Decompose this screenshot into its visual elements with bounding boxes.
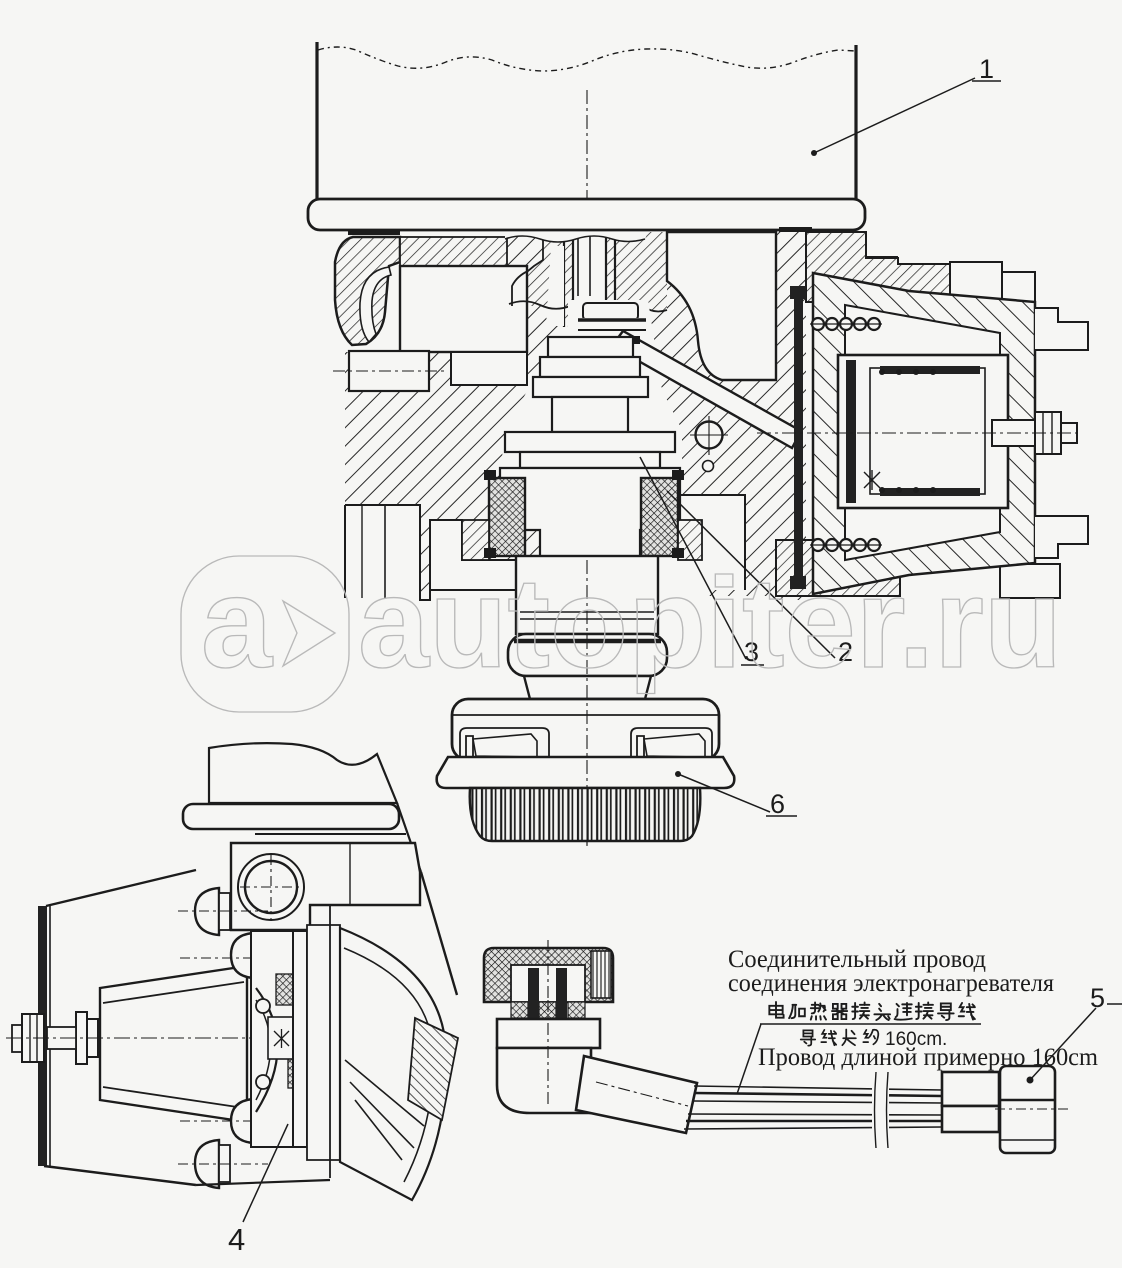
- svg-text:2: 2: [838, 637, 853, 667]
- svg-text:5: 5: [1090, 983, 1105, 1013]
- svg-text:Провод длиной примерно 160cm: Провод длиной примерно 160cm: [758, 1044, 1099, 1071]
- svg-text:3: 3: [744, 637, 759, 667]
- svg-text:Соединительный провод: Соединительный провод: [728, 946, 986, 973]
- svg-text:4: 4: [228, 1222, 245, 1257]
- svg-text:160cm.: 160cm.: [885, 1029, 947, 1050]
- svg-text:1: 1: [979, 54, 994, 84]
- svg-text:6: 6: [770, 789, 785, 819]
- svg-text:a: a: [201, 552, 273, 695]
- svg-text:соединения электронагревателя: соединения электронагревателя: [728, 970, 1054, 997]
- svg-text:autopiter.ru: autopiter.ru: [358, 552, 1062, 695]
